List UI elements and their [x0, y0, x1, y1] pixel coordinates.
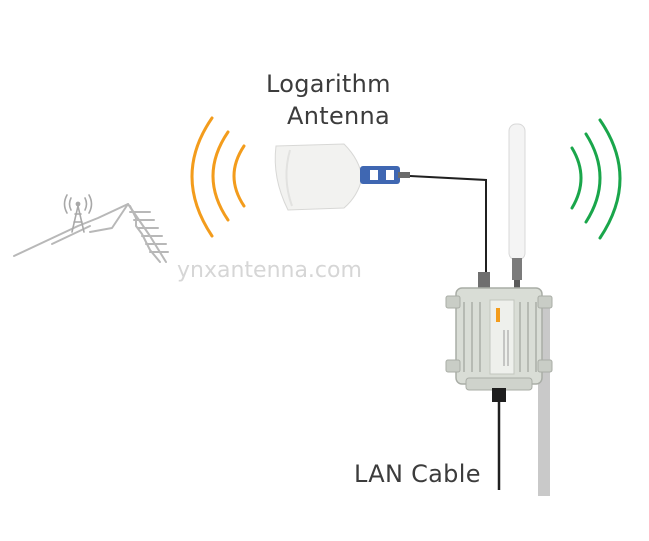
antenna-cable — [409, 175, 487, 278]
omni-antenna-icon — [508, 123, 526, 292]
outdoor-router-icon — [445, 272, 553, 402]
left-signal-waves — [190, 116, 246, 238]
antenna-label-line2: Antenna — [287, 102, 391, 130]
mountain-sketch — [13, 203, 169, 263]
watermark: ynxantenna.com — [177, 258, 362, 283]
cell-tower-icon — [63, 194, 93, 233]
lan-cable-label: LAN Cable — [354, 460, 481, 488]
right-signal-waves — [570, 118, 622, 240]
antenna-label-line1: Logarithm — [266, 70, 391, 98]
log-periodic-antenna-icon — [274, 143, 410, 211]
